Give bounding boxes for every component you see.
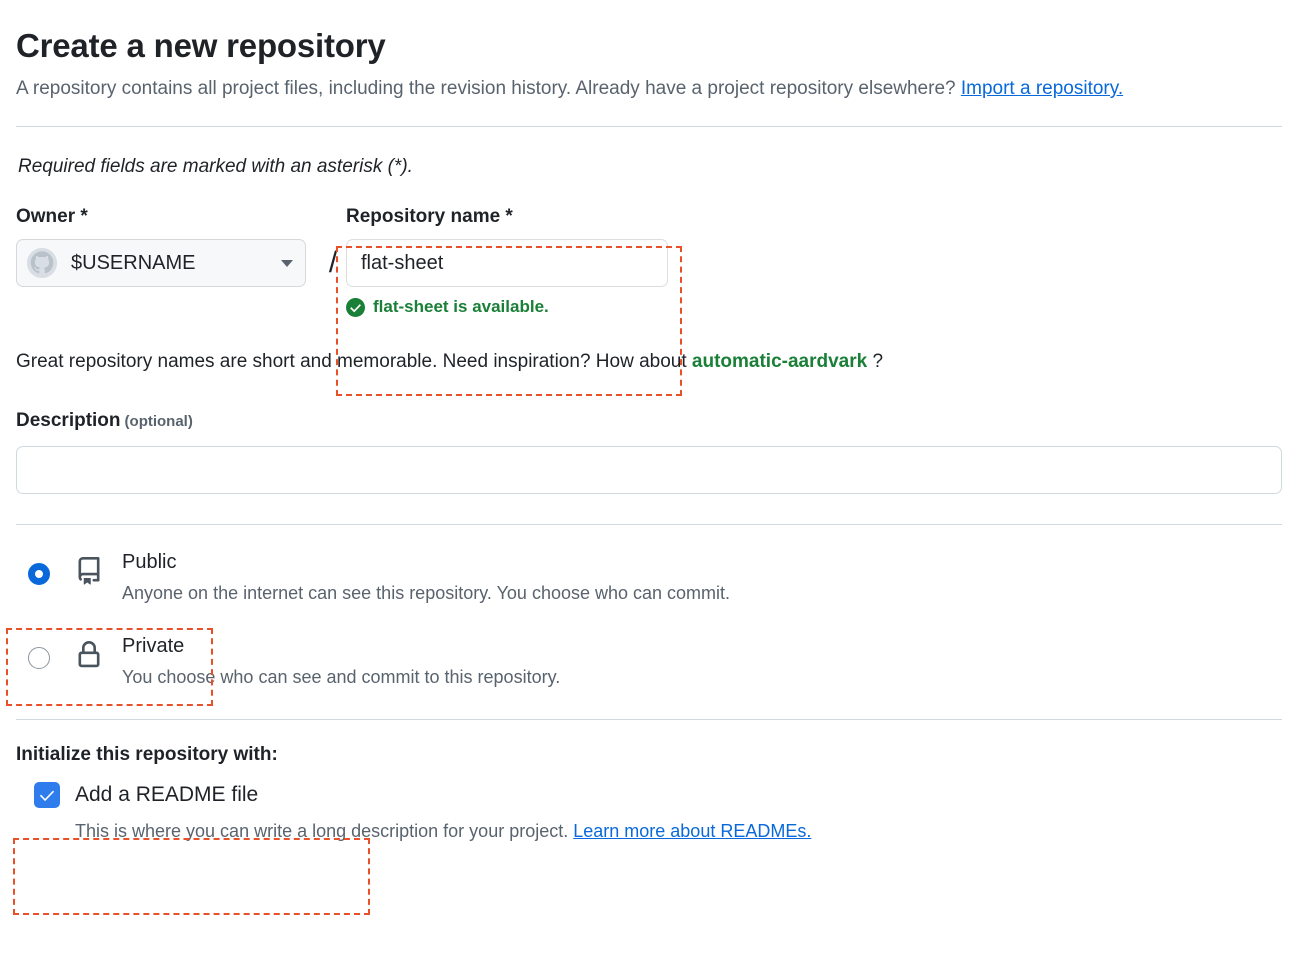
initialize-heading: Initialize this repository with: bbox=[16, 744, 278, 765]
check-circle-fill-icon bbox=[346, 297, 365, 317]
visibility-public-text: Public Anyone on the internet can see th… bbox=[122, 547, 730, 607]
owner-name-value: $USERNAME bbox=[71, 251, 196, 274]
repository-name-hint: Great repository names are short and mem… bbox=[16, 349, 1282, 375]
visibility-private-text: Private You choose who can see and commi… bbox=[122, 631, 560, 691]
visibility-options: Public Anyone on the internet can see th… bbox=[16, 547, 1282, 691]
divider-top bbox=[16, 126, 1282, 127]
add-readme-label: Add a README file bbox=[75, 783, 259, 806]
visibility-private-title: Private bbox=[122, 635, 185, 657]
description-label: Description bbox=[16, 410, 121, 431]
divider-initialize bbox=[16, 719, 1282, 720]
description-label-row: Description(optional) bbox=[16, 409, 1282, 434]
repository-name-field-group: Repository name * flat-sheet is availabl… bbox=[346, 205, 676, 317]
lock-icon bbox=[72, 641, 106, 669]
owner-repo-separator: / bbox=[328, 246, 338, 279]
visibility-public-title: Public bbox=[122, 551, 177, 573]
owner-label: Owner * bbox=[16, 206, 88, 227]
checkbox-add-readme[interactable] bbox=[34, 782, 60, 808]
annotation-box-initialize bbox=[13, 838, 370, 915]
repository-name-input[interactable] bbox=[346, 239, 668, 287]
learn-more-readmes-link[interactable]: Learn more about READMEs. bbox=[573, 821, 812, 841]
radio-private[interactable] bbox=[28, 647, 50, 669]
visibility-public-description: Anyone on the internet can see this repo… bbox=[122, 583, 731, 603]
github-octocat-avatar-icon bbox=[27, 248, 57, 278]
description-optional-note: (optional) bbox=[124, 413, 193, 430]
description-input[interactable] bbox=[16, 446, 1282, 494]
hint-suffix: ? bbox=[867, 351, 884, 372]
repository-availability-text: flat-sheet is available. bbox=[373, 297, 549, 316]
repo-book-icon bbox=[72, 557, 106, 585]
chevron-down-icon bbox=[281, 259, 293, 267]
owner-and-name-row: Owner * $USERNAME / Repository name * bbox=[16, 205, 1282, 317]
suggested-repository-name[interactable]: automatic-aardvark bbox=[691, 351, 868, 372]
import-repository-link[interactable]: Import a repository. bbox=[960, 78, 1124, 99]
owner-select[interactable]: $USERNAME bbox=[16, 239, 306, 287]
divider-visibility bbox=[16, 524, 1282, 525]
hint-prefix: Great repository names are short and mem… bbox=[16, 351, 692, 372]
owner-field-group: Owner * $USERNAME bbox=[16, 205, 322, 287]
visibility-private-description: You choose who can see and commit to thi… bbox=[122, 667, 561, 687]
add-readme-sub-text-body: This is where you can write a long descr… bbox=[75, 821, 574, 841]
required-fields-note: Required fields are marked with an aster… bbox=[18, 156, 413, 177]
visibility-option-private[interactable]: Private You choose who can see and commi… bbox=[16, 631, 1282, 691]
visibility-option-public[interactable]: Public Anyone on the internet can see th… bbox=[16, 547, 1282, 607]
repository-name-label: Repository name * bbox=[346, 206, 513, 227]
add-readme-row[interactable]: Add a README file bbox=[34, 782, 1282, 808]
page-title: Create a new repository bbox=[16, 27, 386, 64]
add-readme-sub-text: This is where you can write a long descr… bbox=[75, 818, 1282, 844]
page-description-text: A repository contains all project files,… bbox=[16, 78, 961, 99]
repository-availability-status: flat-sheet is available. bbox=[346, 297, 676, 317]
page-description: A repository contains all project files,… bbox=[16, 70, 1196, 108]
checkmark-icon bbox=[39, 790, 55, 802]
radio-public[interactable] bbox=[28, 563, 50, 585]
